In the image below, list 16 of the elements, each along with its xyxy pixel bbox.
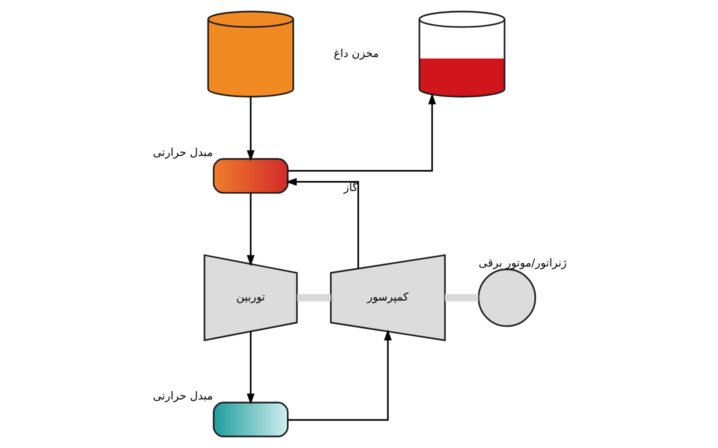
label: مخزن داغ	[333, 47, 378, 60]
connector	[296, 294, 330, 302]
edge-label: گاز	[343, 180, 358, 194]
arrow	[246, 332, 254, 405]
node-label: مبدل حرارتی	[152, 390, 212, 403]
arrow	[246, 96, 254, 162]
arrow	[285, 178, 359, 268]
arrow	[287, 93, 436, 172]
arrow	[246, 193, 254, 266]
node-circle	[477, 268, 536, 327]
node-box	[212, 402, 288, 438]
connector	[444, 294, 478, 302]
node-label: مبدل حرارتی	[152, 146, 212, 159]
arrow	[287, 329, 392, 421]
node-box	[212, 158, 288, 194]
node-label: ژنراتور/موتور برقی	[478, 256, 566, 270]
